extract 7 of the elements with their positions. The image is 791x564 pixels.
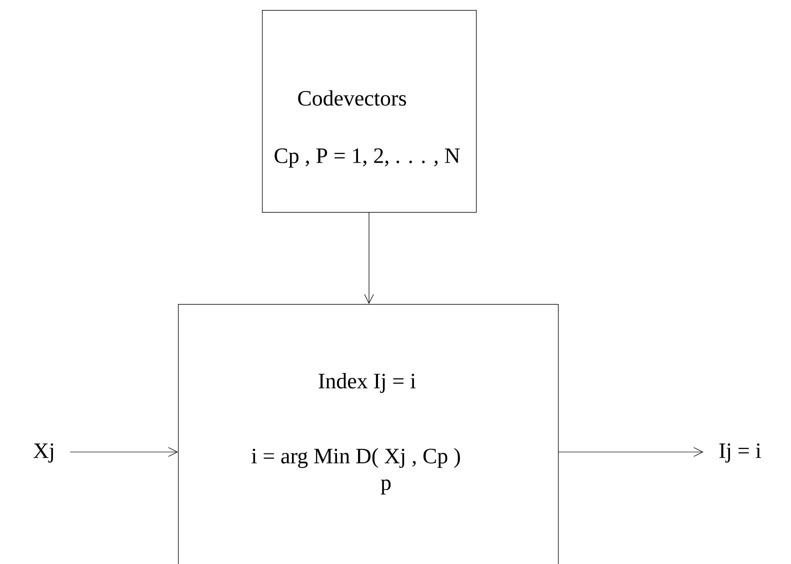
signal-label: Ij = i <box>719 443 761 463</box>
arrow <box>364 212 374 304</box>
process-box: Codevectors Cp , P = 1, 2, . . . , N <box>262 10 477 213</box>
signal-label: Xj <box>34 443 54 463</box>
process-box: Index Ij = i i = arg Min D( Xj , Cp ) p <box>178 304 559 564</box>
arrow <box>70 447 178 457</box>
arrow <box>558 447 704 457</box>
